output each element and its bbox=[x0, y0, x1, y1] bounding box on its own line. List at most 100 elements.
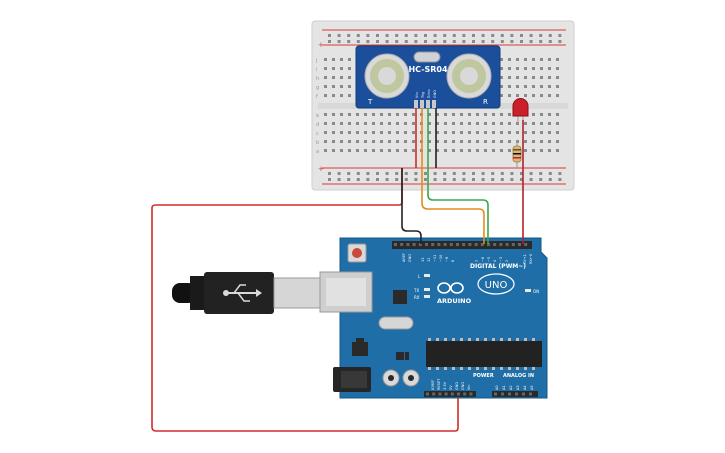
resistor[interactable] bbox=[512, 140, 522, 168]
rail-hole bbox=[385, 172, 389, 175]
rail-hole bbox=[337, 34, 341, 37]
arduino-uno[interactable]: AREF GND 13 12 ~11 ~10 ~9 8 7 ~6 ~5 4 ~3… bbox=[319, 237, 548, 399]
rail-hole bbox=[558, 172, 562, 175]
breadboard-hole bbox=[460, 140, 463, 143]
breadboard-hole bbox=[540, 76, 543, 79]
header-pin bbox=[468, 243, 472, 246]
breadboard-hole bbox=[356, 122, 359, 125]
chip-pin bbox=[476, 367, 479, 370]
breadboard-hole bbox=[492, 131, 495, 134]
breadboard-hole bbox=[340, 67, 343, 70]
header-pin bbox=[508, 392, 511, 396]
rail-hole bbox=[404, 172, 408, 175]
rail-hole bbox=[404, 34, 408, 37]
header-pin bbox=[406, 243, 410, 246]
breadboard-hole bbox=[548, 76, 551, 79]
voltage-regulator bbox=[352, 342, 368, 356]
breadboard-hole bbox=[540, 140, 543, 143]
wire-ground-arduino[interactable] bbox=[401, 168, 422, 244]
breadboard-hole bbox=[500, 122, 503, 125]
rail-hole bbox=[404, 40, 408, 43]
rail-hole bbox=[433, 40, 437, 43]
breadboard-hole bbox=[412, 122, 415, 125]
model-label: UNO bbox=[485, 280, 508, 291]
header-pin bbox=[469, 392, 473, 396]
power-pin-label: RESET bbox=[437, 378, 441, 390]
breadboard-hole bbox=[388, 131, 391, 134]
rail-hole bbox=[347, 178, 351, 181]
top-plus-label: + bbox=[318, 41, 324, 49]
rail-hole bbox=[462, 40, 466, 43]
sensor-pin-vcc[interactable] bbox=[414, 100, 418, 108]
bottom-header-pins bbox=[426, 392, 532, 396]
led[interactable] bbox=[512, 98, 529, 124]
small-ic bbox=[405, 352, 409, 360]
wire-trig[interactable] bbox=[421, 108, 485, 244]
wire-5v[interactable] bbox=[151, 168, 459, 432]
usb-cable-tip bbox=[273, 277, 321, 309]
rx-pin-label: RX←0 bbox=[529, 254, 533, 264]
usb-cable-collar bbox=[190, 276, 204, 310]
rail-hole bbox=[462, 34, 466, 37]
breadboard-hole bbox=[556, 58, 559, 61]
ultrasonic-sensor[interactable]: HC-SR04 T R Vcc Trig Echo GND bbox=[355, 45, 501, 109]
rail-hole bbox=[472, 34, 475, 37]
header-pin bbox=[394, 243, 397, 246]
breadboard-hole bbox=[532, 67, 535, 70]
sensor-crystal bbox=[413, 51, 441, 63]
digital-pin-label: ~5 bbox=[487, 257, 491, 262]
rail-hole bbox=[424, 178, 427, 181]
breadboard-hole bbox=[452, 131, 455, 134]
breadboard-hole bbox=[332, 149, 335, 152]
rail-hole bbox=[385, 178, 389, 181]
rail-hole bbox=[491, 172, 495, 175]
breadboard-hole bbox=[548, 113, 551, 116]
sensor-pin-trig[interactable] bbox=[420, 100, 424, 108]
reset-button[interactable] bbox=[352, 248, 362, 258]
breadboard-hole bbox=[484, 149, 487, 152]
rail-hole bbox=[472, 172, 475, 175]
sensor-model-label: HC-SR04 bbox=[408, 65, 448, 74]
breadboard-hole bbox=[412, 149, 415, 152]
transducer-right-core bbox=[460, 67, 478, 85]
rail-hole bbox=[356, 178, 360, 181]
breadboard-hole bbox=[476, 113, 479, 116]
usb-cable[interactable] bbox=[172, 272, 321, 314]
sensor-pin-gnd[interactable] bbox=[432, 100, 436, 108]
breadboard-hole bbox=[348, 76, 351, 79]
rail-hole bbox=[539, 40, 543, 43]
sensor-pin-echo[interactable] bbox=[426, 100, 430, 108]
breadboard-hole bbox=[532, 131, 535, 134]
header-pin bbox=[438, 392, 442, 396]
breadboard-hole bbox=[540, 122, 543, 125]
breadboard-hole bbox=[548, 67, 551, 70]
rail-hole bbox=[366, 178, 370, 181]
breadboard-hole bbox=[532, 58, 535, 61]
sensor-pin-label: GND bbox=[433, 90, 437, 98]
breadboard-hole bbox=[468, 140, 471, 143]
breadboard-hole bbox=[324, 94, 327, 97]
header-pin bbox=[515, 392, 518, 396]
breadboard-hole bbox=[324, 131, 327, 134]
power-label: POWER bbox=[473, 373, 494, 379]
analog-pin-label: A4 bbox=[523, 385, 527, 390]
analog-pin-labels: A0 A1 A2 A3 A4 A5 bbox=[495, 385, 534, 390]
breadboard-hole bbox=[364, 122, 367, 125]
sensor-pin-label: Vcc bbox=[415, 92, 419, 98]
chip-pin bbox=[460, 367, 463, 370]
header-pin bbox=[518, 243, 521, 246]
breadboard-hole bbox=[484, 113, 487, 116]
rail-hole bbox=[347, 34, 351, 37]
wire-echo[interactable] bbox=[427, 108, 489, 244]
rail-hole bbox=[385, 40, 389, 43]
breadboard-hole bbox=[532, 140, 535, 143]
breadboard-hole bbox=[404, 122, 407, 125]
rail-hole bbox=[376, 34, 379, 37]
rail-hole bbox=[452, 40, 456, 43]
digital-header-pins bbox=[394, 243, 528, 246]
header-pin bbox=[493, 243, 497, 246]
rail-hole bbox=[462, 172, 466, 175]
rail-hole bbox=[481, 34, 485, 37]
breadboard-hole bbox=[476, 131, 479, 134]
